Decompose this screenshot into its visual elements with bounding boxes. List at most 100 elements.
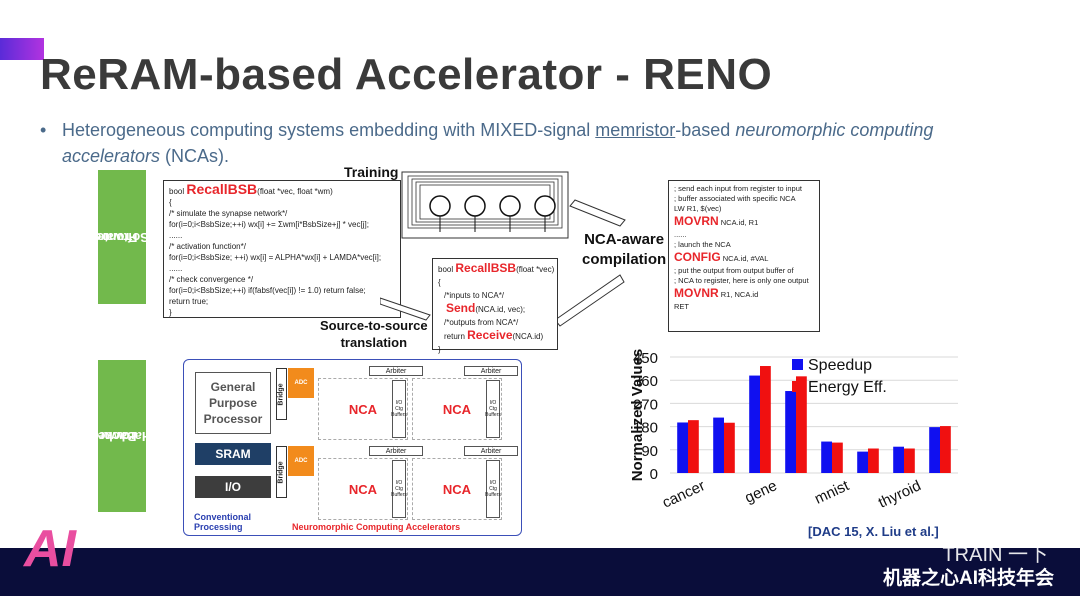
bar-speedup bbox=[821, 441, 832, 473]
footer-subtitle: 机器之心AI科技年会 bbox=[882, 568, 1054, 589]
asm-comment: ; send each input from register to input bbox=[674, 184, 802, 193]
function-name: RecallBSB bbox=[455, 261, 517, 275]
function-name: RecallBSB bbox=[186, 181, 258, 197]
y-tick-label: 270 bbox=[633, 396, 658, 413]
accent-bar bbox=[0, 38, 44, 60]
legend-label: Energy Eff. bbox=[808, 379, 887, 396]
legend-swatch bbox=[792, 359, 803, 370]
code-text: (NCA.id) bbox=[512, 332, 544, 341]
code-line: for(i=0;i<BsbSize;++i) if(fabsf(vec[i]) … bbox=[169, 286, 366, 295]
bullet-text-part: -based bbox=[675, 120, 736, 140]
config-instruction: CONFIG bbox=[674, 250, 721, 264]
training-label: Training bbox=[344, 164, 399, 180]
footer-bar bbox=[0, 548, 1080, 596]
bar-energy-eff- bbox=[796, 376, 807, 473]
bar-energy-eff- bbox=[760, 366, 771, 473]
code-text: (float *vec, float *wm) bbox=[257, 187, 333, 196]
bar-speedup bbox=[677, 422, 688, 473]
bullet-marker: • bbox=[40, 120, 47, 140]
bar-energy-eff- bbox=[832, 442, 843, 473]
code-text: (NCA.id, vec); bbox=[475, 305, 526, 314]
code-line: } bbox=[169, 308, 172, 317]
code-line: /* activation function*/ bbox=[169, 242, 246, 251]
code-text: return bbox=[444, 332, 468, 341]
code-comment: /*inputs to NCA*/ bbox=[444, 291, 505, 300]
bar-speedup bbox=[893, 446, 904, 473]
asm-comment: ; buffer associated with specific NCA bbox=[674, 194, 796, 203]
bullet-text-part: (NCAs). bbox=[160, 146, 230, 166]
bullet-italic: neuromorphic computing accelerators bbox=[62, 120, 934, 166]
frontend-label: Frontend:NCA Software bbox=[77, 170, 180, 304]
bar-energy-eff- bbox=[688, 420, 699, 473]
y-axis-label: Normalized Values bbox=[629, 349, 646, 482]
nca-aware-line1: NCA-aware bbox=[584, 231, 665, 248]
arbiter: Arbiter bbox=[369, 446, 423, 456]
bar-speedup bbox=[749, 375, 760, 473]
code-line: { bbox=[169, 198, 172, 207]
neural-network-diagram bbox=[401, 171, 569, 239]
slide-title: ReRAM-based Accelerator - RENO bbox=[40, 50, 773, 99]
code-text: bool bbox=[169, 187, 187, 196]
io-buffers: I/O Ctg Buffers bbox=[485, 460, 501, 518]
adc-bottom: ADC bbox=[288, 446, 314, 476]
y-tick-label: 360 bbox=[633, 373, 658, 390]
bar-energy-eff- bbox=[724, 422, 735, 473]
nca-aware-compilation-label: NCA-aware compilation bbox=[582, 230, 666, 270]
source-line1: Source-to-source bbox=[320, 318, 428, 333]
nca-block: NCA bbox=[318, 458, 408, 520]
watermark: TRAIN 一下 bbox=[942, 544, 1048, 566]
arbiter: Arbiter bbox=[464, 446, 518, 456]
code-block-translated: bool RecallBSB(float *vec) { /*inputs to… bbox=[432, 258, 558, 354]
bullet-underlined: memristor bbox=[595, 120, 676, 140]
bar-speedup bbox=[785, 391, 796, 473]
bridge-label: Bridge bbox=[278, 460, 286, 484]
bullet-point: • Heterogeneous computing systems embedd… bbox=[40, 117, 1000, 169]
arbiter: Arbiter bbox=[369, 366, 423, 376]
y-tick-label: 0 bbox=[650, 466, 658, 483]
nca-block: NCA bbox=[412, 458, 502, 520]
code-text: (float *vec) bbox=[516, 265, 555, 274]
asm-args: R1, NCA.id bbox=[718, 290, 759, 299]
bullet-text: Heterogeneous computing systems embeddin… bbox=[62, 117, 1000, 169]
code-lines: { /* simulate the synapse network*/ for(… bbox=[169, 197, 395, 318]
bar-energy-eff- bbox=[868, 448, 879, 473]
code-line: ...... bbox=[169, 264, 183, 273]
code-block-assembly: ; send each input from register to input… bbox=[668, 180, 820, 332]
code-text: { bbox=[438, 278, 441, 287]
asm-line: ...... bbox=[674, 230, 687, 239]
movnr-instruction: MOVNR bbox=[674, 286, 719, 300]
y-tick-label: 180 bbox=[633, 420, 658, 437]
code-line: /* check convergence */ bbox=[169, 275, 254, 284]
x-category-label: thyroid bbox=[876, 477, 924, 511]
asm-args: NCA.id, R1 bbox=[718, 218, 759, 227]
bullet-text-part: Heterogeneous computing systems embeddin… bbox=[62, 120, 596, 140]
backend-label: Backend:NCA Hardware bbox=[78, 360, 182, 512]
sram-block: SRAM bbox=[195, 443, 271, 465]
backend-label-line2: NCA Hardware bbox=[91, 428, 183, 444]
code-line: ...... bbox=[169, 231, 183, 240]
code-line: /* simulate the synapse network*/ bbox=[169, 209, 288, 218]
code-line: return true; bbox=[169, 297, 209, 306]
legend-label: Speedup bbox=[808, 357, 872, 374]
x-category-label: cancer bbox=[660, 477, 708, 511]
asm-line: LW R1, $(vec) bbox=[674, 204, 722, 213]
asm-comment: ; NCA to register, here is only one outp… bbox=[674, 276, 809, 285]
bar-energy-eff- bbox=[904, 448, 915, 473]
legend-swatch bbox=[792, 381, 803, 392]
bridge-bottom: Bridge bbox=[276, 446, 287, 498]
gpp-block: General Purpose Processor bbox=[195, 372, 271, 434]
hardware-diagram: General Purpose Processor SRAM I/O Bridg… bbox=[183, 359, 522, 536]
receive-keyword: Receive bbox=[467, 328, 513, 342]
asm-line: RET bbox=[674, 302, 689, 311]
conventional-label: Conventional Processing bbox=[194, 512, 252, 532]
footer-logo: AI bbox=[24, 520, 76, 578]
neuromorphic-label: Neuromorphic Computing Accelerators bbox=[292, 522, 461, 532]
io-buffers: I/O Ctg Buffers bbox=[391, 380, 407, 438]
y-tick-label: 450 bbox=[633, 350, 658, 367]
nca-aware-line2: compilation bbox=[582, 251, 667, 268]
code-comment: /*outputs from NCA*/ bbox=[444, 318, 519, 327]
io-buffers: I/O Ctg Buffers bbox=[485, 380, 501, 438]
bar-speedup bbox=[857, 451, 868, 473]
io-buffers: I/O Ctg Buffers bbox=[391, 460, 407, 518]
